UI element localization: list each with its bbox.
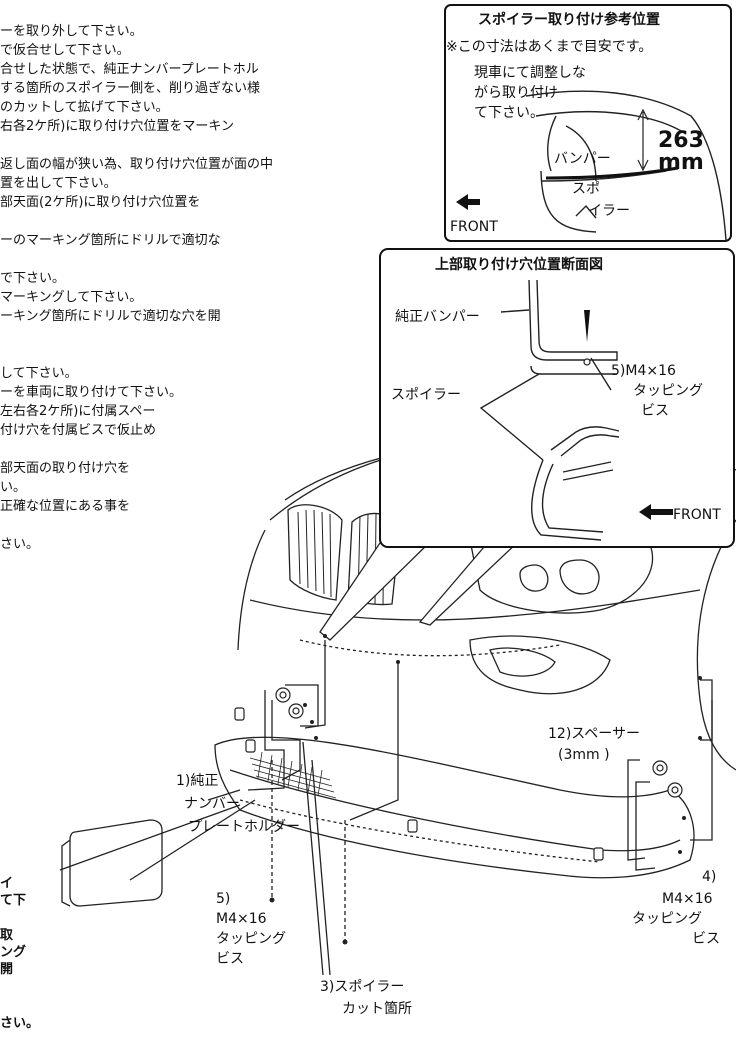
reference-adjust-line: がら取り付け: [474, 85, 558, 101]
reference-note: ※この寸法はあくまで目安です。: [446, 39, 653, 55]
reference-spoiler-label: イラー: [588, 203, 630, 219]
instruction-line: のカットして拡げて下さい。: [0, 100, 169, 115]
front-arrow-icon: [456, 194, 480, 210]
reference-title: スポイラー取り付け参考位置: [478, 12, 660, 28]
reference-sketch: [456, 90, 727, 240]
instruction-line: 置を出して下さい。: [0, 176, 117, 191]
screw-left-label: タッピング: [216, 931, 286, 947]
instruction-line: で仮合せして下さい。: [0, 43, 130, 58]
kidney-grille-left: [287, 504, 343, 601]
section-screw-label: タッピング: [633, 383, 703, 399]
section-sketch: [479, 279, 673, 541]
side-fragment: て下: [0, 893, 27, 908]
instruction-line: 右各2ケ所)に取り付け穴位置をマーキン: [0, 119, 234, 134]
spacer-label: (3mm ): [558, 747, 610, 763]
instruction-line: [0, 212, 372, 231]
instruction-line: して下さい。: [0, 366, 78, 381]
side-fragment: 開: [0, 962, 14, 977]
instruction-line: [0, 250, 372, 269]
instruction-line: [0, 440, 372, 459]
section-screw-label: 5)M4×16: [611, 363, 676, 379]
instruction-line: ーキング箇所にドリルで適切な穴を開: [0, 309, 221, 324]
spacer-label: 12)スペーサー: [548, 726, 641, 742]
instruction-line: ーを車両に取り付けて下さい。: [0, 385, 183, 400]
instruction-text: ーを取り外して下さい。 で仮合せして下さい。 合せした状態で、純正ナンバープレー…: [0, 22, 372, 554]
instruction-line: 部天面の取り付け穴を: [0, 461, 131, 476]
instruction-line: [0, 345, 372, 364]
plate-holder-label: プレートホルダー: [188, 819, 300, 835]
reference-adjust-line: 現車にて調整しな: [474, 65, 586, 81]
screw-right-label: 4): [702, 869, 717, 885]
plate-holder: [69, 819, 163, 907]
reference-front-label: FRONT: [450, 219, 498, 235]
side-fragment: ング: [0, 945, 27, 960]
screw-right-label: ビス: [692, 931, 720, 947]
spoiler-outline: [214, 736, 695, 879]
screw-left-label: ビス: [216, 951, 244, 967]
section-front-label: FRONT: [673, 507, 721, 523]
instruction-line: ーのマーキング箇所にドリルで適切な: [0, 233, 221, 248]
instruction-line: する箇所のスポイラー側を、削り過ぎない様: [0, 81, 261, 96]
screw-right-label: タッピング: [632, 911, 702, 927]
instruction-line: [0, 516, 372, 535]
plate-holder-label: 1)純正: [176, 773, 219, 789]
section-screw-label: ビス: [641, 403, 669, 419]
instruction-line: [0, 136, 372, 155]
side-fragment: 取: [0, 928, 14, 943]
dimension-unit: mm: [658, 150, 704, 175]
car-fender-right: [696, 519, 736, 771]
section-view-box: 上部取り付け穴位置断面図 純正バンパー スポイラー 5)M4×16 タッピング …: [379, 248, 735, 548]
front-arrow-icon: [639, 504, 673, 520]
reference-position-box: スポイラー取り付け参考位置 ※この寸法はあくまで目安です。 現車にて調整しな が…: [444, 4, 732, 242]
instruction-line: 合せした状態で、純正ナンバープレートホル: [0, 62, 259, 77]
bumper-upper: [249, 589, 701, 621]
instruction-line: [0, 326, 372, 345]
instruction-line: マーキングして下さい。: [0, 290, 143, 305]
instruction-line: で下さい。: [0, 271, 66, 286]
instruction-line: 部天面(2ケ所)に取り付け穴位置を: [0, 195, 201, 210]
instruction-line: 左右各2ケ所)に付属スペー: [0, 404, 156, 419]
section-bumper-label: 純正バンパー: [395, 309, 480, 325]
reference-adjust-line: て下さい。: [474, 105, 544, 121]
reference-spoiler-label: スポ: [572, 181, 600, 197]
plate-holder-label: ナンバー: [184, 796, 240, 812]
section-spoiler-label: スポイラー: [391, 387, 461, 403]
screw-left-label: 5): [216, 891, 231, 907]
section-title: 上部取り付け穴位置断面図: [435, 257, 603, 273]
side-fragment: さい。: [0, 1016, 40, 1031]
instruction-line: 付け穴を付属ビスで仮止め: [0, 423, 157, 438]
cut-area-label: カット箇所: [342, 1001, 412, 1017]
dimension-value: 263: [658, 128, 704, 153]
instruction-line: い。: [0, 480, 27, 495]
reference-bumper-label: バンパー: [554, 151, 611, 167]
side-fragment: イ: [0, 876, 14, 891]
instruction-line: 正確な位置にある事を: [0, 499, 131, 514]
instruction-line: さい。: [0, 537, 40, 552]
fog-intake: [469, 635, 611, 695]
cut-area-label: 3)スポイラー: [320, 979, 405, 995]
car-fender-left: [237, 529, 266, 651]
instruction-line: ーを取り外して下さい。: [0, 24, 143, 39]
screw-right-label: M4×16: [662, 891, 713, 907]
instruction-line: 返し面の幅が狭い為、取り付け穴位置が面の中: [0, 157, 274, 172]
screw-left-label: M4×16: [216, 911, 267, 927]
